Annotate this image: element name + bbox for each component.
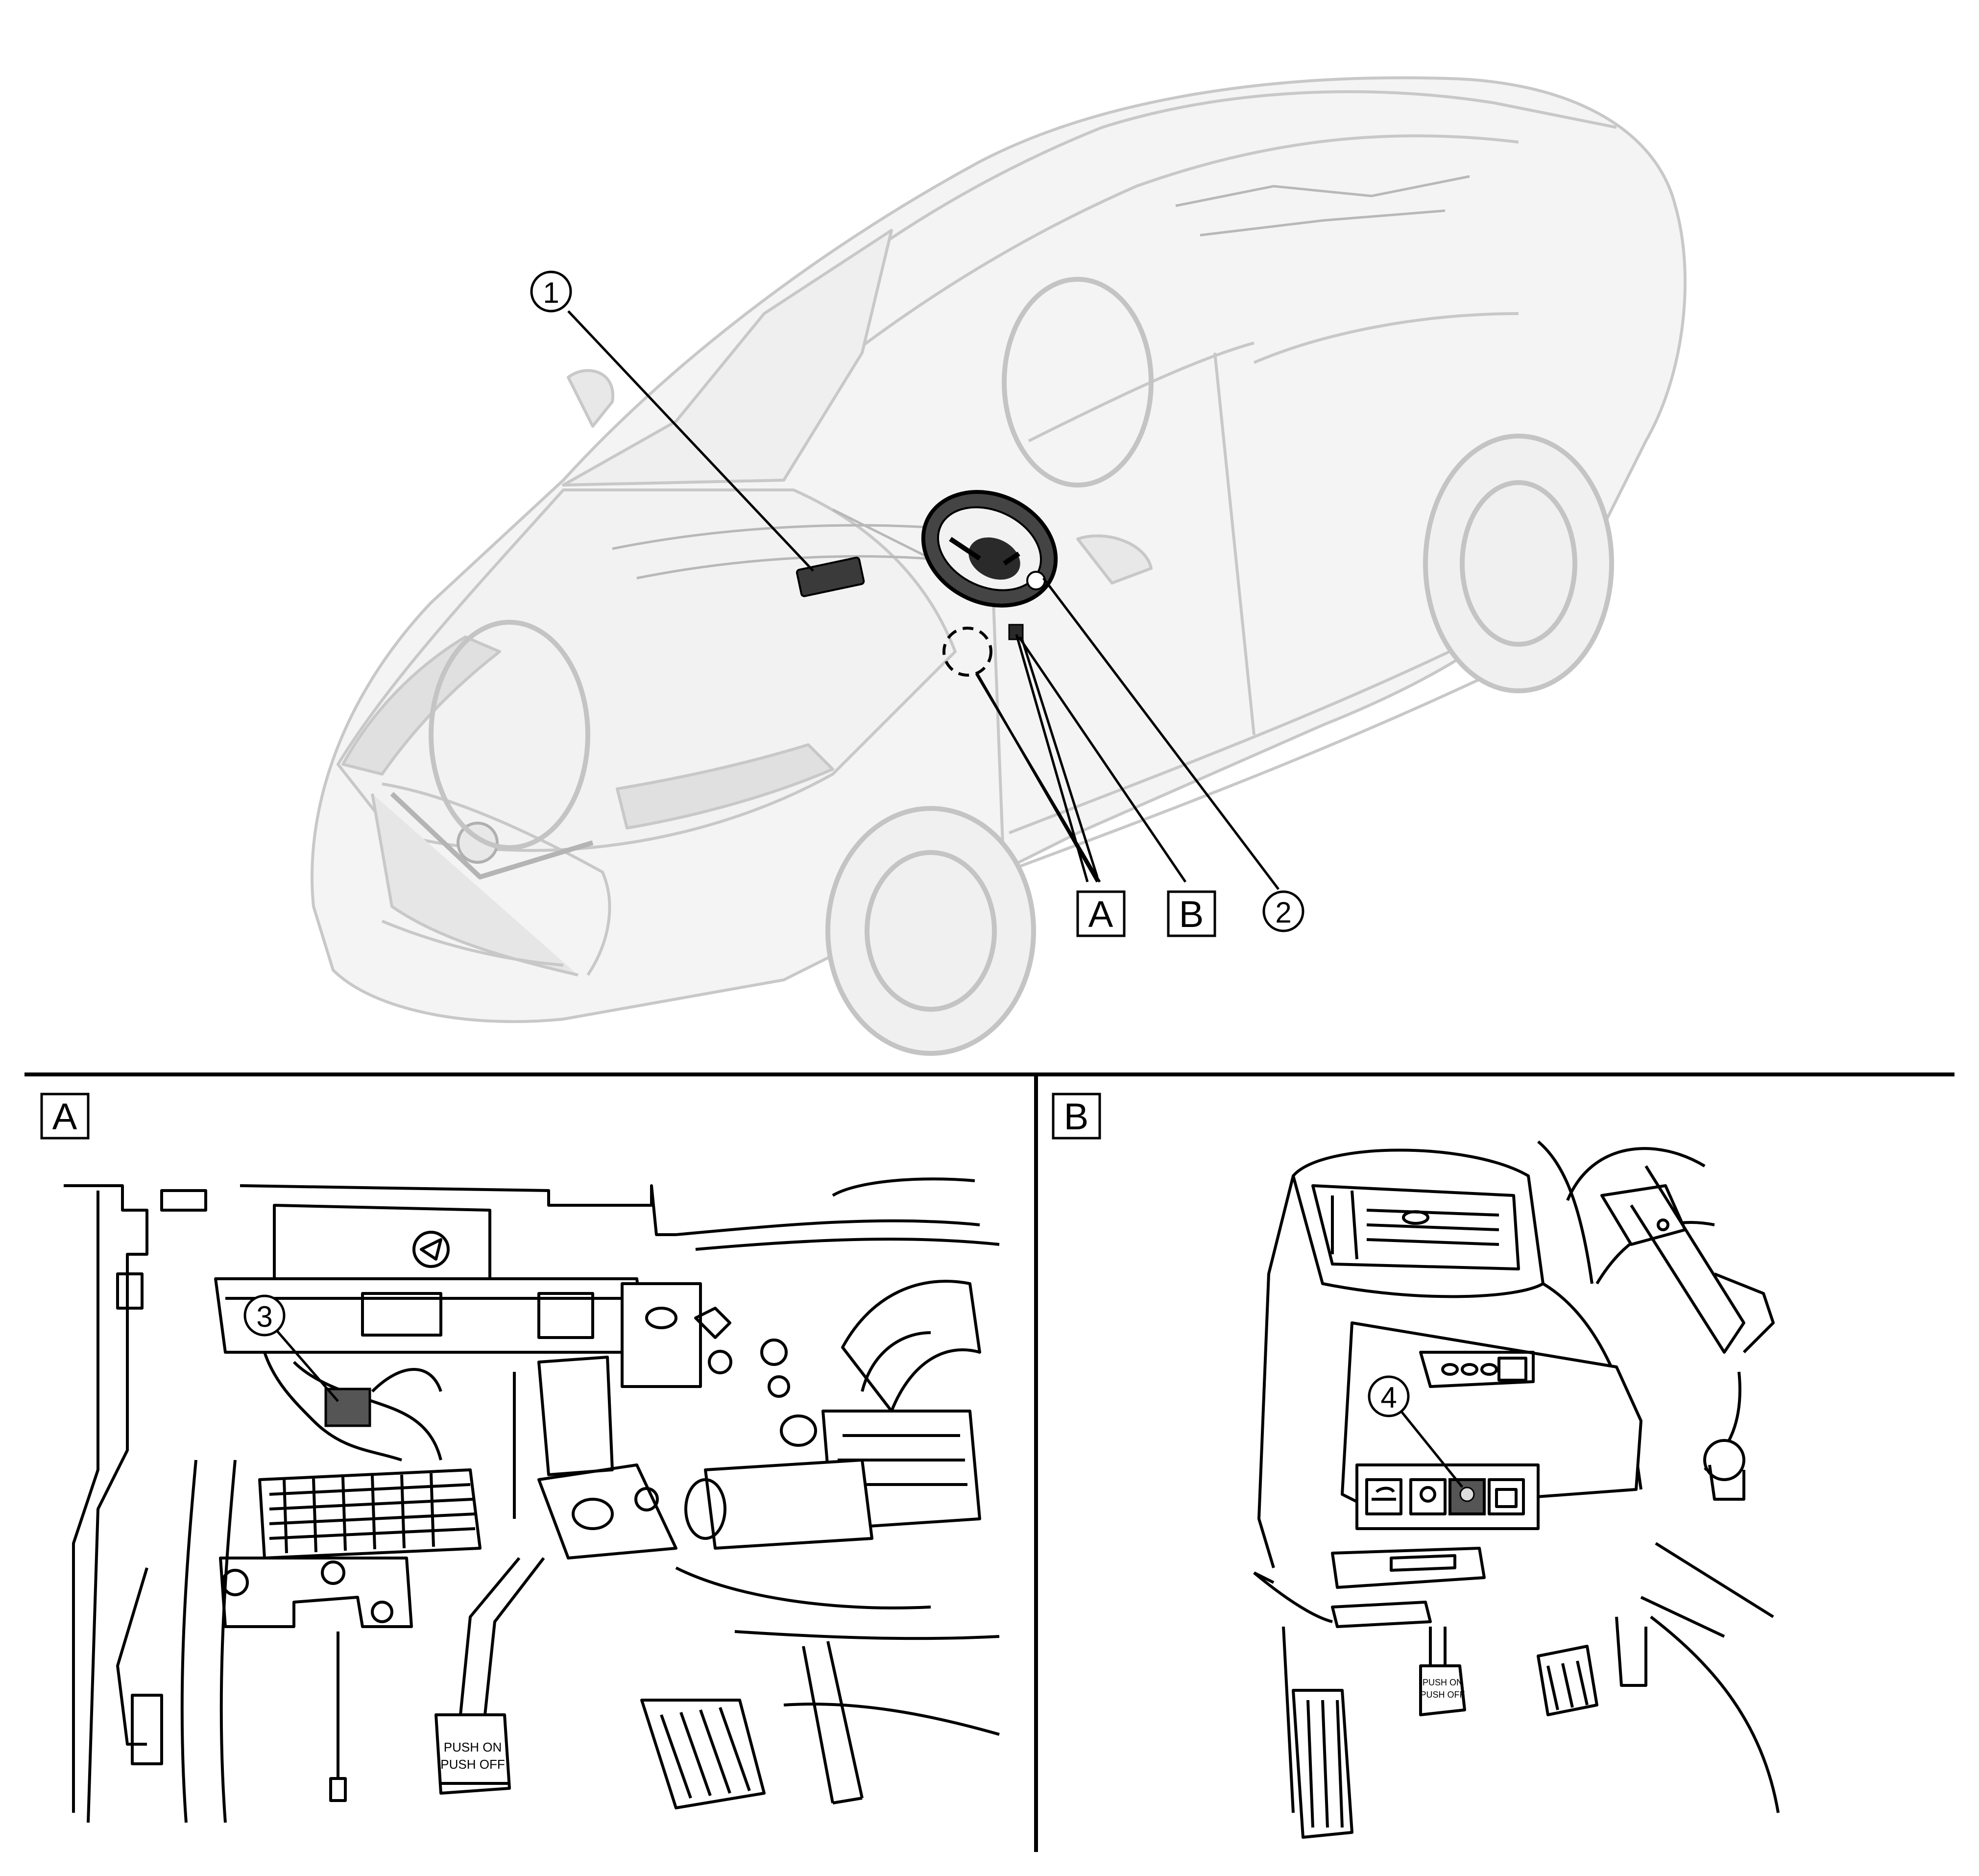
- control-unit-part: [796, 557, 865, 597]
- view-ref-a: [1076, 890, 1126, 937]
- callout-1-text: 1: [543, 276, 559, 309]
- location-a-marker: [942, 627, 992, 677]
- leader-3: [273, 1327, 339, 1402]
- leader-a: [975, 673, 1101, 883]
- view-ref-b-text: B: [1179, 894, 1204, 935]
- steering-wheel-part: [921, 490, 1058, 608]
- panel-a-label: A: [52, 1096, 77, 1138]
- panel-a-illustration: [64, 1177, 1000, 1823]
- switch-4-icon: [1459, 1486, 1475, 1502]
- car-wheels: [429, 277, 1614, 1056]
- callout-3: [243, 1294, 286, 1337]
- panel-b-label: B: [1064, 1096, 1089, 1138]
- panel-a-label-box: [40, 1093, 90, 1140]
- leader-b: [1017, 636, 1187, 883]
- pedal-b-text-2: PUSH OFF: [1420, 1690, 1465, 1700]
- view-ref-a-text: A: [1088, 894, 1113, 935]
- pedal-a-text-1: PUSH ON: [444, 1740, 502, 1754]
- callout-2-text: 2: [1275, 896, 1291, 929]
- pedal-a-text-2: PUSH OFF: [440, 1757, 505, 1772]
- callout-4: [1368, 1375, 1410, 1417]
- panel-b-label-box: [1052, 1093, 1101, 1140]
- pedal-b-text-1: PUSH ON: [1423, 1678, 1463, 1687]
- callout-3-text: 3: [256, 1300, 272, 1333]
- leader-4: [1400, 1410, 1463, 1488]
- panel-b-illustration: [1253, 1140, 1780, 1839]
- callout-1: [530, 270, 572, 313]
- callout-2: [1262, 890, 1304, 932]
- callout-4-text: 4: [1380, 1381, 1397, 1414]
- view-ref-b: [1167, 890, 1216, 937]
